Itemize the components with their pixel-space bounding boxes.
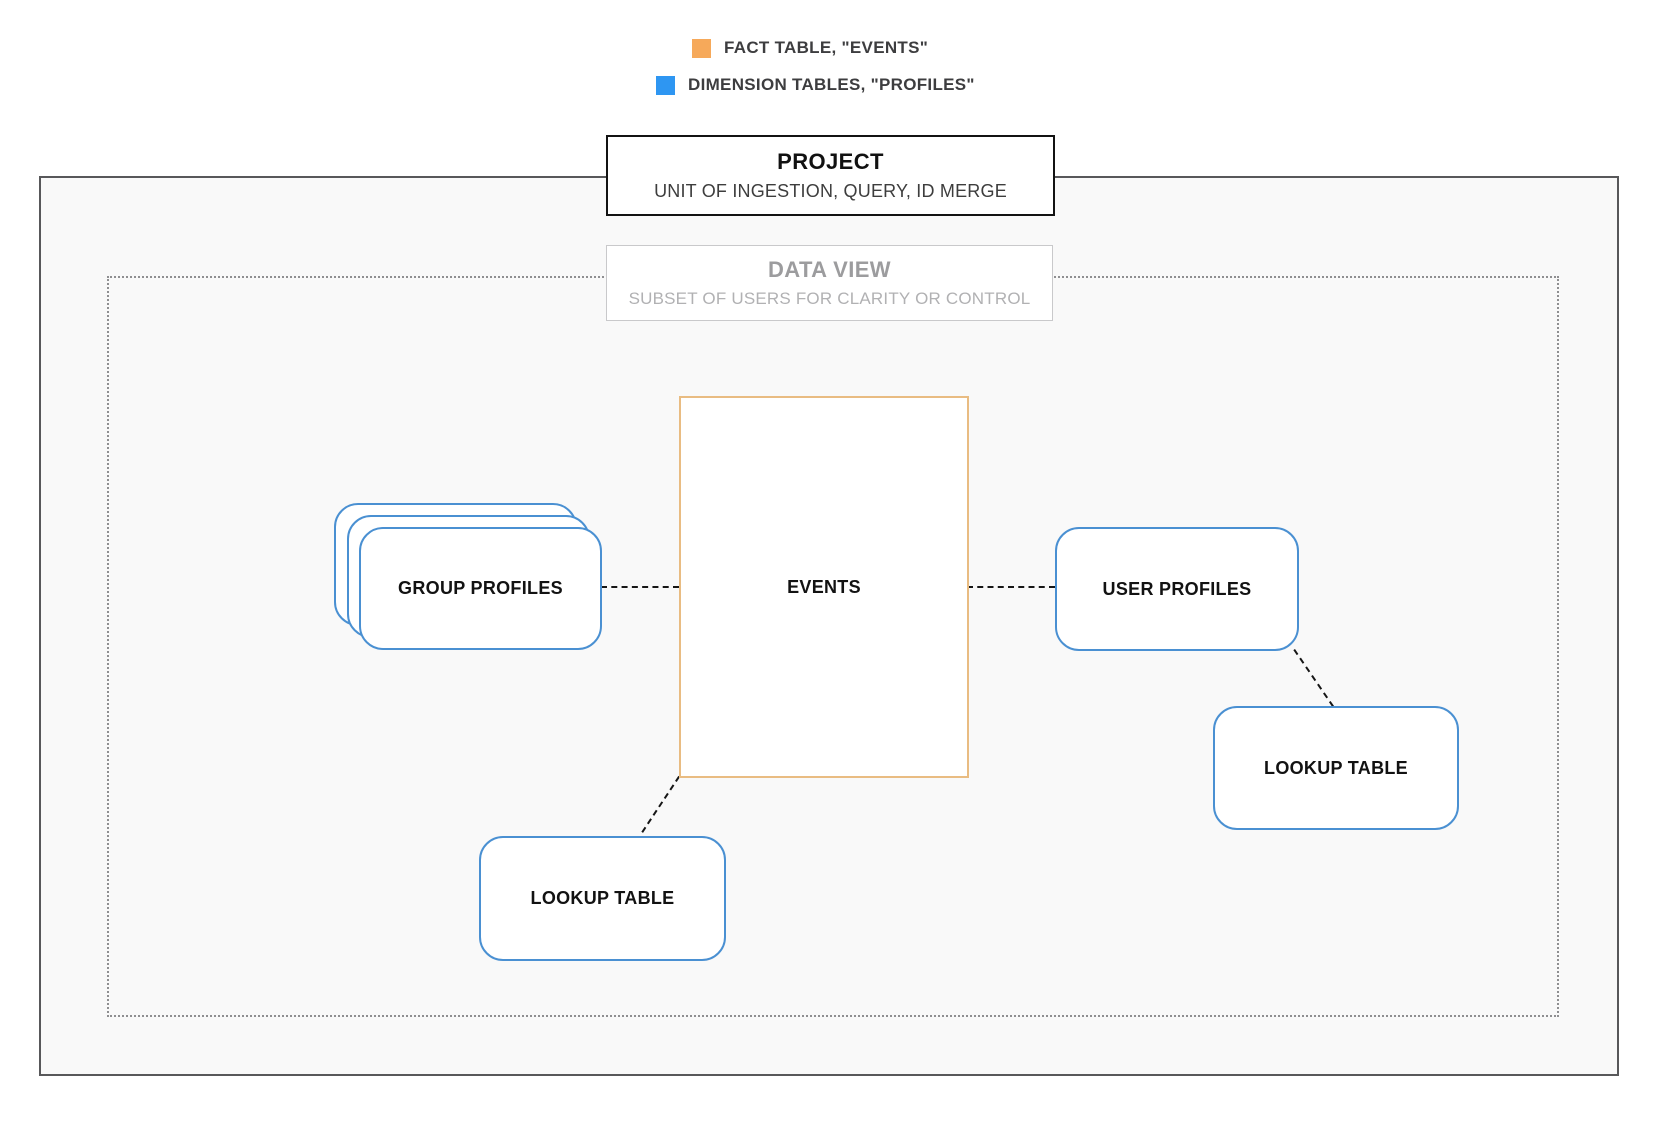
- events-label: EVENTS: [787, 576, 861, 597]
- legend-item-dimension: DIMENSION TABLES, "PROFILES": [656, 75, 975, 95]
- project-box: PROJECT UNIT OF INGESTION, QUERY, ID MER…: [606, 135, 1055, 216]
- fact-table-swatch-icon: [692, 38, 711, 58]
- data-view-box: DATA VIEW SUBSET OF USERS FOR CLARITY OR…: [606, 245, 1053, 321]
- group-profiles-node: GROUP PROFILES: [359, 527, 602, 650]
- data-view-title: DATA VIEW: [768, 257, 891, 282]
- project-subtitle: UNIT OF INGESTION, QUERY, ID MERGE: [654, 181, 1007, 201]
- connector-group-profiles-events: [601, 586, 679, 588]
- user-profiles-label: USER PROFILES: [1102, 578, 1252, 599]
- lookup-table-bottom-label: LOOKUP TABLE: [530, 888, 675, 908]
- dimension-table-legend-label: DIMENSION TABLES, "PROFILES": [688, 75, 975, 94]
- fact-table-legend-label: FACT TABLE, "EVENTS": [724, 38, 929, 57]
- lookup-table-bottom-node: LOOKUP TABLE: [479, 836, 726, 961]
- events-node: EVENTS: [679, 396, 969, 778]
- connector-events-user-profiles: [967, 586, 1055, 588]
- group-profiles-label: GROUP PROFILES: [398, 578, 563, 598]
- project-title: PROJECT: [777, 149, 884, 174]
- user-profiles-node: USER PROFILES: [1055, 527, 1299, 651]
- dimension-table-swatch-icon: [656, 75, 675, 95]
- lookup-table-right-node: LOOKUP TABLE: [1213, 706, 1459, 830]
- lookup-table-right-label: LOOKUP TABLE: [1264, 757, 1408, 778]
- data-view-subtitle: SUBSET OF USERS FOR CLARITY OR CONTROL: [628, 289, 1031, 308]
- legend-item-fact: FACT TABLE, "EVENTS": [692, 38, 928, 58]
